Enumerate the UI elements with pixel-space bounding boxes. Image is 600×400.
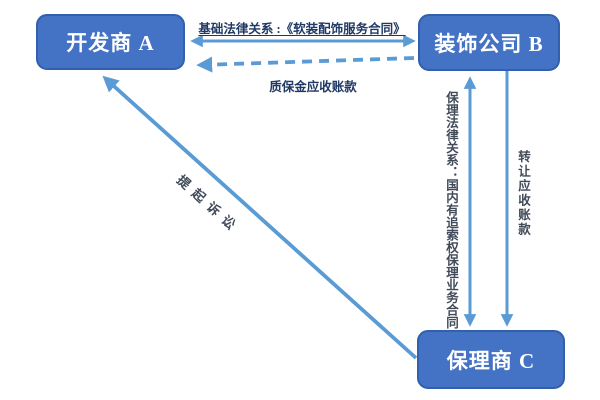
node-factor-c: 保理商 C xyxy=(417,330,565,389)
node-developer-a-label: 开发商 A xyxy=(66,31,155,55)
transfer-receivable-label: 转让应收账款 xyxy=(516,150,530,237)
factoring-contract-label: 保理法律关系：国内有追索权保理业务合同 xyxy=(444,91,458,329)
node-developer-a: 开发商 A xyxy=(36,14,185,70)
base-contract-label: 基础法律关系 :《软装配饰服务合同》 xyxy=(198,22,406,36)
warranty-receivable-label: 质保金应收账款 xyxy=(269,80,357,94)
lawsuit-arrow xyxy=(102,75,418,360)
warranty-receivable-dashed-arrow xyxy=(196,56,415,73)
node-decorator-b: 装饰公司 B xyxy=(418,14,560,71)
node-factor-c-label: 保理商 C xyxy=(446,348,536,373)
node-decorator-b-label: 装饰公司 B xyxy=(434,31,544,56)
